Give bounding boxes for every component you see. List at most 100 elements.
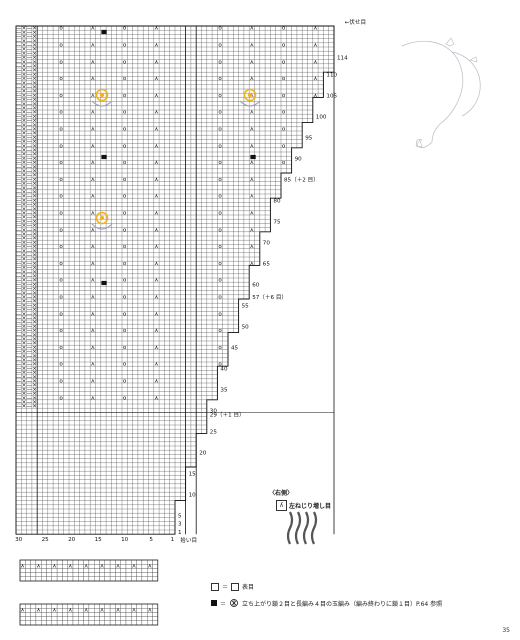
svg-text:o: o <box>282 127 286 133</box>
svg-text:o: o <box>218 143 222 149</box>
svg-text:×: × <box>32 143 37 149</box>
svg-text:×: × <box>22 118 27 124</box>
svg-text:—: — <box>26 379 32 385</box>
svg-text:×: × <box>32 106 37 112</box>
column-label: 5 <box>149 537 153 543</box>
svg-text:×: × <box>32 89 37 95</box>
svg-text:—: — <box>16 374 22 380</box>
svg-text:×: × <box>22 185 27 191</box>
svg-text:o: o <box>282 110 286 116</box>
svg-text:—: — <box>16 110 22 116</box>
svg-text:—: — <box>16 177 22 183</box>
svg-text:⋏: ⋏ <box>154 211 158 217</box>
row-label: 70 <box>263 240 271 246</box>
svg-text:—: — <box>26 391 32 397</box>
svg-text:×: × <box>22 316 27 322</box>
svg-text:—: — <box>26 400 32 406</box>
svg-text:—: — <box>26 337 32 343</box>
legend-bobble-text: 立ち上がり鎖２目と長編み４目の玉編み（編み終わりに鎖１目）P.64 参照 <box>242 600 443 608</box>
svg-text:×: × <box>22 127 27 133</box>
svg-text:—: — <box>26 282 32 288</box>
svg-text:×: × <box>32 215 37 221</box>
svg-text:×: × <box>32 173 37 179</box>
svg-text:—: — <box>16 328 22 334</box>
svg-text:—: — <box>26 328 32 334</box>
svg-text:×: × <box>32 345 37 351</box>
svg-text:×: × <box>22 282 27 288</box>
svg-text:—: — <box>26 143 32 149</box>
svg-text:⋏: ⋏ <box>250 177 254 183</box>
svg-text:—: — <box>26 26 32 32</box>
svg-text:—: — <box>16 307 22 313</box>
svg-text:o: o <box>218 211 222 217</box>
svg-text:—: — <box>26 38 32 44</box>
svg-text:—: — <box>26 118 32 124</box>
svg-text:o: o <box>218 278 222 284</box>
svg-text:—: — <box>26 93 32 99</box>
legend-bobble: ＝ 立ち上がり鎖２目と長編み４目の玉編み（編み終わりに鎖１目）P.64 参照 <box>211 598 442 608</box>
svg-text:×: × <box>22 261 27 267</box>
svg-text:×: × <box>22 391 27 397</box>
svg-text:—: — <box>16 345 22 351</box>
svg-text:—: — <box>26 269 32 275</box>
svg-text:⋏: ⋏ <box>116 564 120 570</box>
svg-text:o: o <box>123 43 127 49</box>
svg-text:×: × <box>22 286 27 292</box>
svg-text:×: × <box>22 232 27 238</box>
svg-text:⋏: ⋏ <box>91 227 95 233</box>
svg-text:×: × <box>22 76 27 82</box>
svg-text:×: × <box>32 278 37 284</box>
svg-text:×: × <box>22 215 27 221</box>
svg-text:o: o <box>123 194 127 200</box>
svg-text:—: — <box>16 303 22 309</box>
svg-text:o: o <box>218 177 222 183</box>
svg-text:×: × <box>22 51 27 57</box>
svg-text:⋏: ⋏ <box>313 59 317 65</box>
svg-text:×: × <box>22 30 27 36</box>
svg-text:⋏: ⋏ <box>313 93 317 99</box>
svg-text:—: — <box>26 311 32 317</box>
svg-text:—: — <box>16 311 22 317</box>
svg-text:—: — <box>26 72 32 78</box>
svg-text:×: × <box>32 97 37 103</box>
svg-text:—: — <box>16 391 22 397</box>
svg-text:×: × <box>32 219 37 225</box>
svg-text:—: — <box>26 34 32 40</box>
svg-text:⋏: ⋏ <box>250 127 254 133</box>
svg-text:×: × <box>22 366 27 372</box>
svg-text:×: × <box>32 160 37 166</box>
svg-text:×: × <box>32 337 37 343</box>
svg-text:—: — <box>16 51 22 57</box>
row-label: 65 <box>263 261 271 267</box>
svg-text:o: o <box>218 93 222 99</box>
svg-text:×: × <box>22 211 27 217</box>
svg-text:×: × <box>32 68 37 74</box>
svg-text:×: × <box>32 358 37 364</box>
svg-text:×: × <box>22 370 27 376</box>
svg-text:⋏: ⋏ <box>250 26 254 32</box>
svg-text:⋏: ⋏ <box>116 608 120 614</box>
svg-text:—: — <box>16 43 22 49</box>
svg-text:⋏: ⋏ <box>132 564 136 570</box>
svg-text:—: — <box>26 324 32 330</box>
svg-text:o: o <box>59 379 63 385</box>
svg-text:×: × <box>32 177 37 183</box>
svg-text:—: — <box>26 181 32 187</box>
svg-text:×: × <box>32 236 37 242</box>
svg-text:—: — <box>26 303 32 309</box>
svg-text:×: × <box>22 72 27 78</box>
svg-text:×: × <box>22 345 27 351</box>
svg-text:—: — <box>16 383 22 389</box>
example-label: 左ねじり増し目 <box>289 503 332 510</box>
column-label: 30 <box>15 537 23 543</box>
svg-text:×: × <box>32 248 37 254</box>
svg-text:o: o <box>123 328 127 334</box>
svg-text:×: × <box>32 93 37 99</box>
svg-text:o: o <box>218 261 222 267</box>
svg-text:—: — <box>26 135 32 141</box>
svg-text:—: — <box>26 358 32 364</box>
svg-text:×: × <box>32 156 37 162</box>
svg-text:—: — <box>16 114 22 120</box>
svg-text:—: — <box>16 101 22 107</box>
